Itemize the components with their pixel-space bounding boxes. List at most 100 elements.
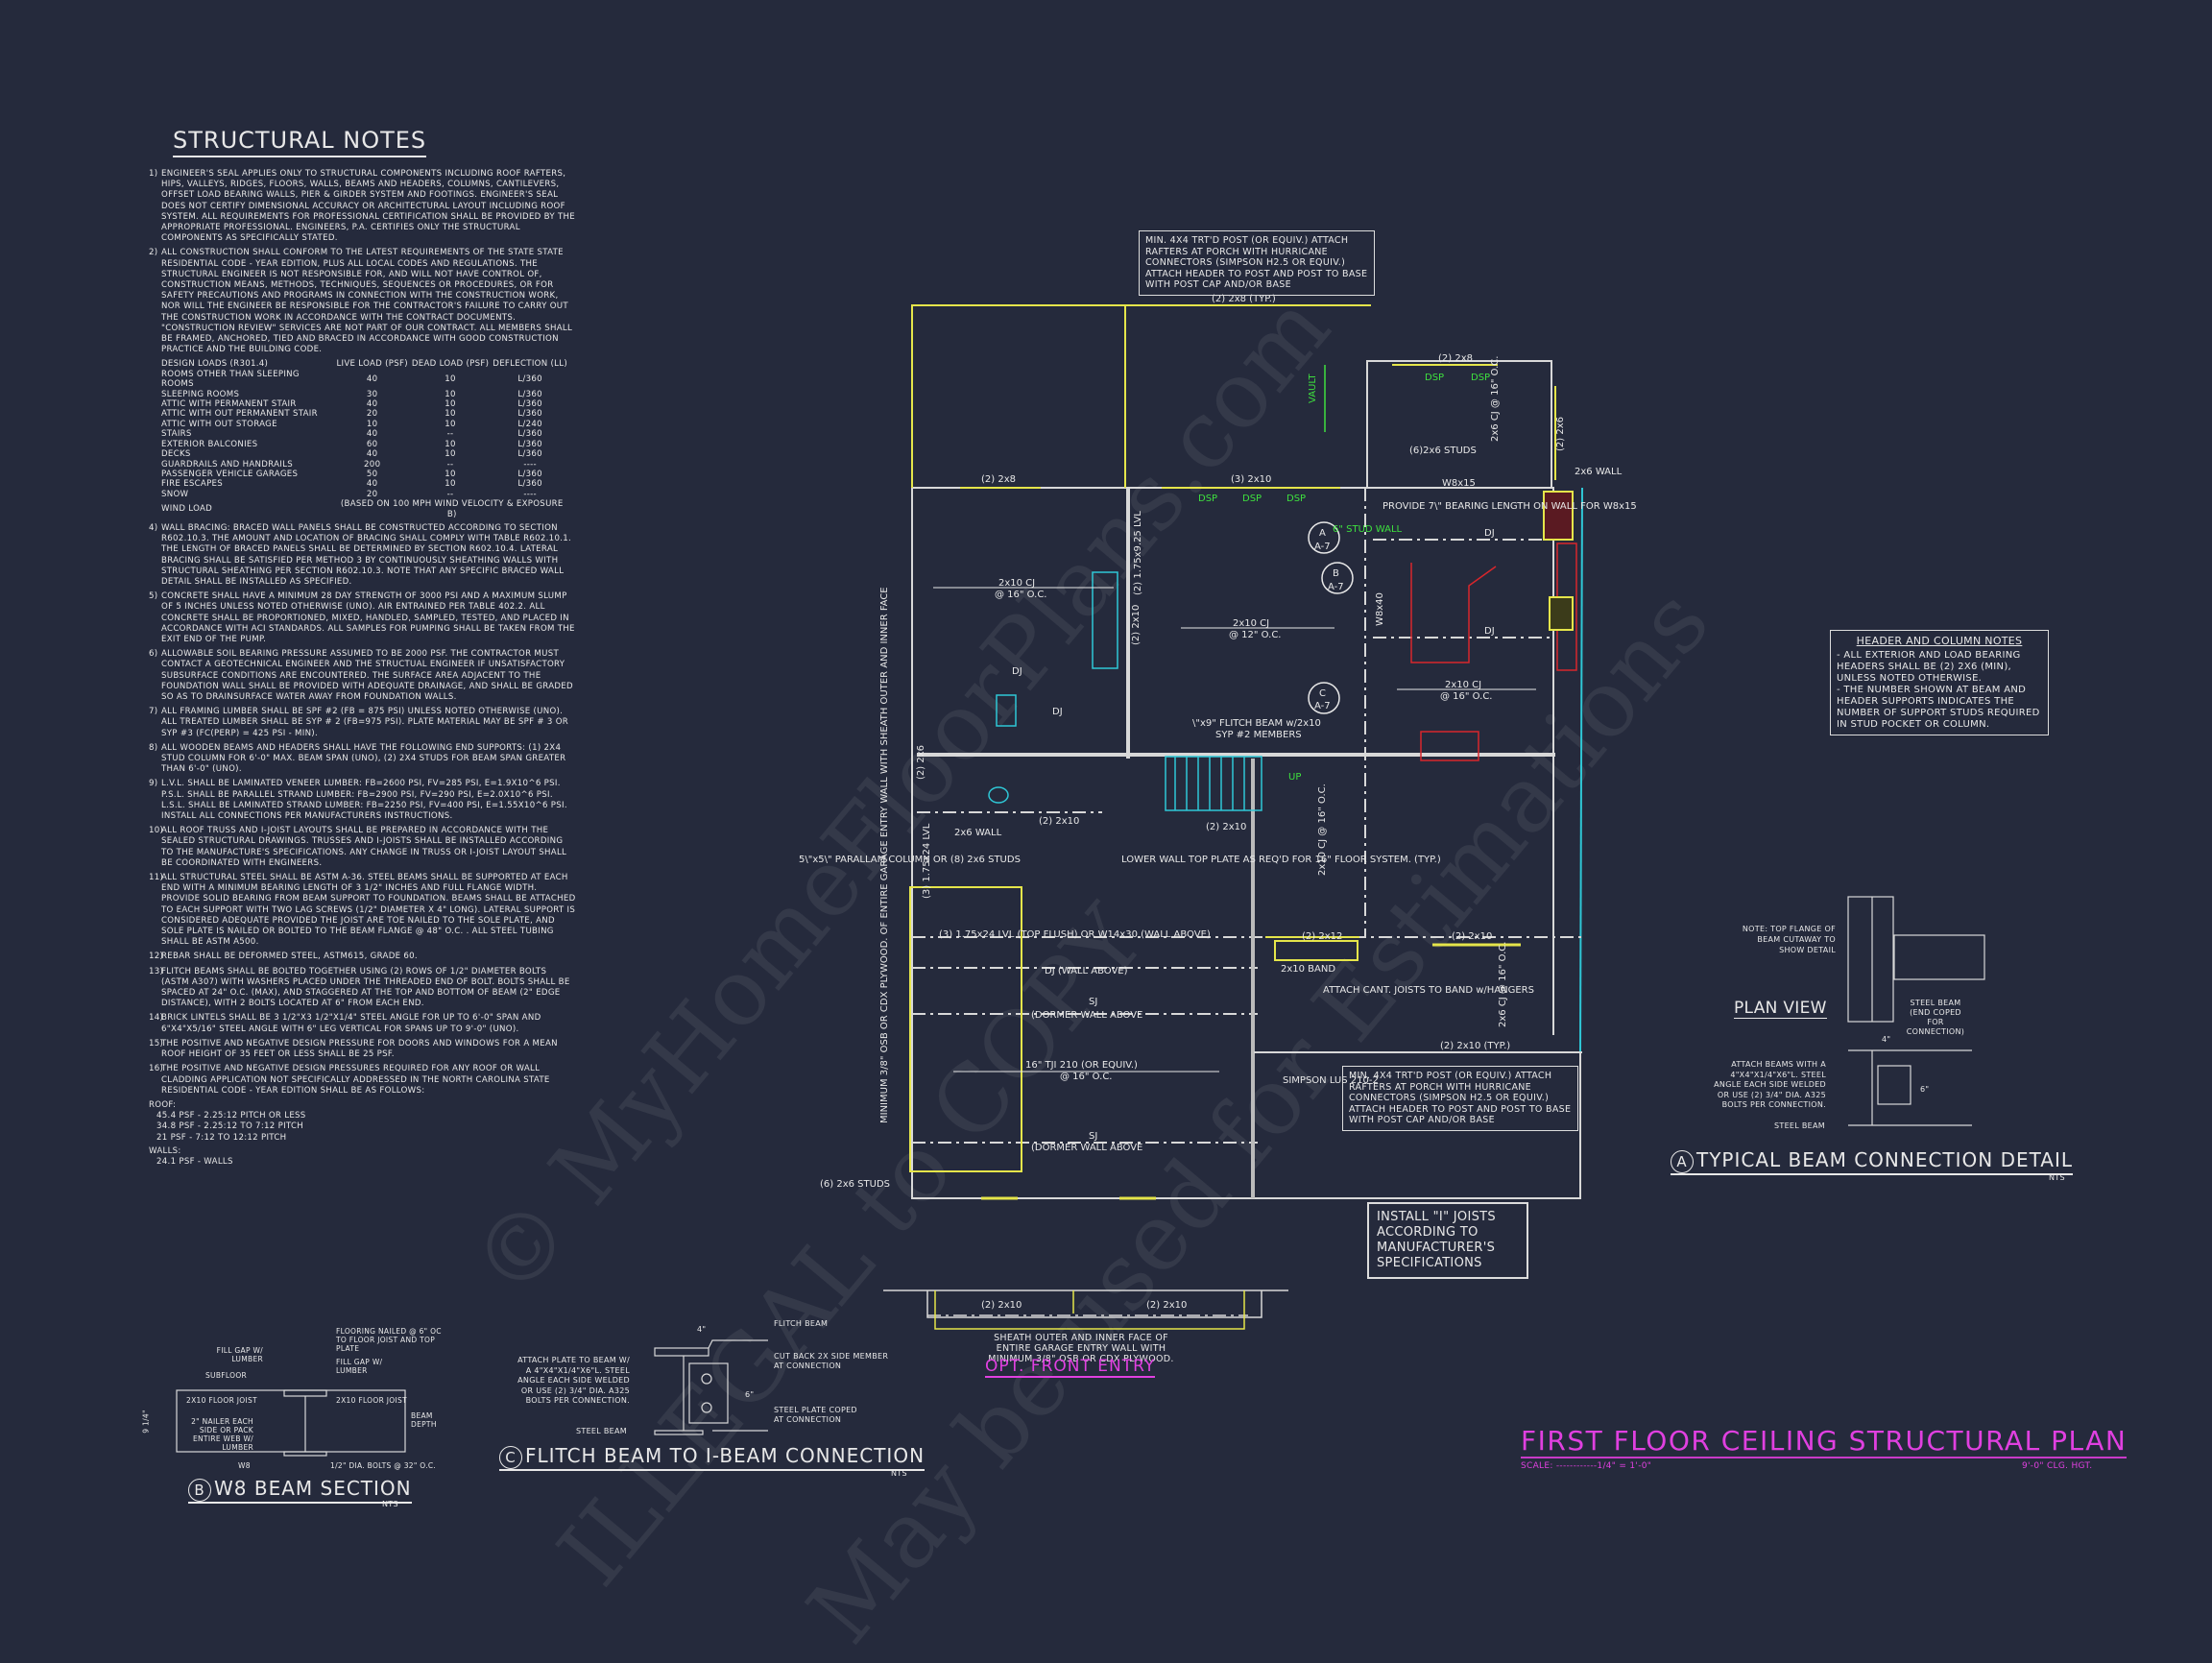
- detail-b-nts: NTS: [382, 1500, 398, 1508]
- svg-text:2x10 CJ: 2x10 CJ: [1445, 680, 1481, 690]
- note-15: 15)THE POSITIVE AND NEGATIVE DESIGN PRES…: [149, 1038, 558, 1060]
- note-7: 7)ALL FRAMING LUMBER SHALL BE SPF #2 (Fb…: [149, 707, 569, 738]
- svg-text:A-7: A-7: [1314, 701, 1331, 711]
- svg-text:(2) 2x10: (2) 2x10: [1206, 822, 1246, 832]
- svg-text:LOWER WALL TOP PLATE AS REQ'D: LOWER WALL TOP PLATE AS REQ'D FOR 16" FL…: [1121, 855, 1441, 865]
- svg-text:(2) 2x8: (2) 2x8: [1438, 353, 1473, 364]
- porch-note-bottom: MIN. 4x4 TRT'D POST (OR EQUIV.) ATTACH R…: [1342, 1066, 1578, 1131]
- svg-text:VAULT: VAULT: [1308, 373, 1318, 403]
- porch-note-top: MIN. 4x4 TRT'D POST (OR EQUIV.) ATTACH R…: [1139, 230, 1375, 296]
- svg-text:(2) 2x10: (2) 2x10: [1131, 605, 1142, 645]
- svg-text:SYP #2 MEMBERS: SYP #2 MEMBERS: [1215, 730, 1302, 740]
- detail-b-nailer: 2" NAILER EACH SIDE OR PACK ENTIRE WEB w…: [191, 1417, 253, 1452]
- note-5: 5)CONCRETE SHALL HAVE A MINIMUM 28 DAY S…: [149, 591, 575, 644]
- detail-a-nts: NTS: [2049, 1173, 2065, 1182]
- svg-text:(6)2x6 STUDS: (6)2x6 STUDS: [1409, 446, 1477, 456]
- svg-text:2x6 WALL: 2x6 WALL: [954, 828, 1002, 838]
- svg-text:DJ: DJ: [1012, 666, 1022, 677]
- detail-a-plan-view: PLAN VIEW: [1734, 999, 1827, 1019]
- sheet-title: FIRST FLOOR CEILING STRUCTURAL PLAN: [1521, 1425, 2128, 1458]
- svg-text:W8x15: W8x15: [1442, 478, 1476, 489]
- svg-text:A: A: [1319, 528, 1326, 539]
- roof-pressures: ROOF: 45.4 PSF - 2.25:12 PITCH OR LESS 3…: [149, 1099, 306, 1167]
- sheet-scale: SCALE: ------------1/4" = 1'-0": [1521, 1461, 1652, 1471]
- svg-text:A-7: A-7: [1328, 582, 1344, 592]
- section-b-marker-icon: [1321, 562, 1354, 594]
- svg-text:DJ: DJ: [1484, 528, 1495, 539]
- note-6: 6)ALLOWABLE SOIL BEARING PRESSURE ASSUME…: [149, 649, 573, 702]
- svg-text:DSP: DSP: [1198, 494, 1217, 504]
- detail-c-steel-beam: STEEL BEAM: [576, 1427, 627, 1435]
- svg-text:(2) 2x6: (2) 2x6: [916, 745, 926, 780]
- detail-b-tag-icon: B: [188, 1478, 211, 1502]
- detail-a-steel-beam: STEEL BEAM: [1774, 1121, 1825, 1130]
- svg-text:6" STUD WALL: 6" STUD WALL: [1333, 524, 1403, 535]
- note-9: 9)L.V.L. SHALL BE LAMINATED VENEER LUMBE…: [149, 779, 567, 822]
- svg-text:(2) 2x8 (TYP.): (2) 2x8 (TYP.): [1212, 294, 1276, 304]
- svg-text:@ 16" O.C.: @ 16" O.C.: [1440, 691, 1493, 702]
- detail-c-attach: ATTACH PLATE TO BEAM W/ A 4"x4"x1/4"x6"L…: [517, 1356, 630, 1405]
- svg-text:C: C: [1319, 688, 1326, 699]
- svg-text:(3) 1.75x24 LVL: (3) 1.75x24 LVL: [922, 823, 932, 899]
- svg-text:2x6 WALL: 2x6 WALL: [1575, 467, 1623, 477]
- svg-text:A-7: A-7: [1314, 542, 1331, 552]
- svg-text:W8x40: W8x40: [1375, 592, 1385, 626]
- detail-a-dim-4: 4": [1882, 1035, 1891, 1044]
- svg-text:(2) 2x6: (2) 2x6: [1555, 417, 1566, 451]
- svg-text:2x10 BAND: 2x10 BAND: [1281, 964, 1335, 975]
- detail-b-w8: W8: [238, 1461, 251, 1470]
- svg-text:(2) 2x8: (2) 2x8: [981, 474, 1016, 485]
- svg-text:SIMPSON LUS 210-2: SIMPSON LUS 210-2: [1283, 1075, 1379, 1086]
- detail-b-joist-right: 2x10 FLOOR JOIST: [336, 1396, 407, 1405]
- detail-a-attach-note: ATTACH BEAMS WITH A 4"x4"x1/4"x6"L. STEE…: [1714, 1060, 1826, 1109]
- svg-text:(3) 2x10: (3) 2x10: [1231, 474, 1271, 485]
- svg-text:(2) 2x12: (2) 2x12: [1302, 931, 1342, 942]
- table-row: WIND LOAD(BASED ON 100 MPH WIND VELOCITY…: [161, 499, 564, 519]
- note-4: 4)WALL BRACING: BRACED WALL PANELS SHALL…: [149, 522, 572, 587]
- detail-a-steel-beam-end: STEEL BEAM (END COPED FOR CONNECTION): [1906, 999, 1965, 1036]
- svg-text:DSP: DSP: [1286, 494, 1306, 504]
- svg-text:(2) 2x10 (TYP.): (2) 2x10 (TYP.): [1440, 1041, 1510, 1051]
- detail-c-plate: STEEL PLATE COPED AT CONNECTION: [774, 1406, 857, 1424]
- note-10: 10)ALL ROOF TRUSS AND I-JOIST LAYOUTS SH…: [149, 826, 567, 868]
- detail-a-top-flange-note: NOTE: TOP FLANGE OF BEAM CUTAWAY TO SHOW…: [1742, 925, 1836, 954]
- svg-text:DJ: DJ: [1052, 707, 1063, 717]
- detail-c-flitch-beam: FLITCH BEAM: [774, 1319, 829, 1328]
- svg-text:SJ: SJ: [1089, 997, 1097, 1007]
- svg-text:DSP: DSP: [1425, 373, 1444, 383]
- svg-text:SJ: SJ: [1089, 1131, 1097, 1142]
- svg-text:2x10 CJ: 2x10 CJ: [1233, 618, 1269, 629]
- svg-text:MINIMUM 3/8" OSB OR CDX PLYWOO: MINIMUM 3/8" OSB OR CDX PLYWOOD. OF ENTI…: [879, 587, 890, 1123]
- svg-text:16" TJI 210 (OR EQUIV.): 16" TJI 210 (OR EQUIV.): [1025, 1060, 1138, 1071]
- svg-text:(DORMER WALL ABOVE: (DORMER WALL ABOVE: [1031, 1143, 1142, 1153]
- svg-text:(2) 1.75x9.25 LVL: (2) 1.75x9.25 LVL: [1133, 511, 1143, 595]
- note-8: 8)ALL WOODEN BEAMS AND HEADERS SHALL HAV…: [149, 742, 566, 775]
- detail-b-flooring: FLOORING NAILED @ 6" OC TO FLOOR JOIST A…: [336, 1327, 442, 1353]
- svg-text:2x6 CJ @ 16" O.C.: 2x6 CJ @ 16" O.C.: [1498, 942, 1508, 1027]
- note-1: 1)ENGINEER'S SEAL APPLIES ONLY TO STRUCT…: [149, 169, 575, 244]
- svg-text:(3) 1.75x24 LVL (TOP FLUSH) OR: (3) 1.75x24 LVL (TOP FLUSH) OR W14x30 (W…: [939, 929, 1211, 940]
- note-12: 12)REBAR SHALL BE DEFORMED STEEL, ASTM61…: [149, 952, 418, 962]
- svg-text:(2) 2x10: (2) 2x10: [1452, 931, 1492, 942]
- svg-text:2x6 CJ @ 16" O.C.: 2x6 CJ @ 16" O.C.: [1490, 356, 1501, 442]
- svg-text:5\"x5\" PARALLAM COLUMN OR (8): 5\"x5\" PARALLAM COLUMN OR (8) 2x6 STUDS: [799, 855, 1021, 865]
- svg-text:DJ: DJ: [1484, 626, 1495, 637]
- detail-c-tag-icon: C: [499, 1445, 522, 1469]
- detail-c-cut-back: CUT BACK 2x SIDE MEMBER AT CONNECTION: [774, 1352, 889, 1370]
- svg-text:@ 16" O.C.: @ 16" O.C.: [995, 590, 1047, 600]
- detail-b-subfloor: SUBFLOOR: [205, 1371, 248, 1380]
- svg-text:@ 12" O.C.: @ 12" O.C.: [1229, 630, 1282, 640]
